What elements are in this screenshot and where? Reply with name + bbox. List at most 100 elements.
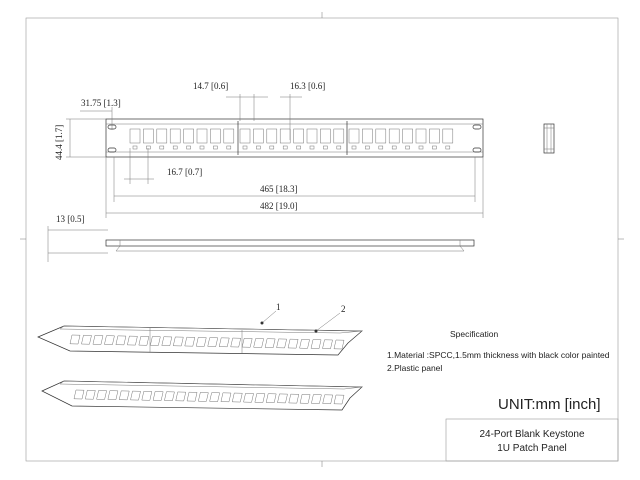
port-label-slot — [351, 145, 357, 150]
mount-hole — [107, 147, 117, 153]
keystone-port — [442, 128, 454, 144]
keystone-port — [265, 393, 277, 403]
mount-hole — [472, 147, 482, 153]
keystone-port — [107, 390, 119, 400]
keystone-port — [293, 128, 304, 144]
specification-item-2: 2.Plastic panel — [387, 363, 442, 373]
front-view — [105, 118, 484, 158]
keystone-port — [375, 128, 387, 144]
keystone-port — [69, 334, 81, 345]
title-line-2: 1U Patch Panel — [497, 443, 567, 454]
keystone-port — [322, 339, 333, 350]
port-grid — [69, 334, 345, 350]
dim-depth: 13 [0.5] — [56, 214, 85, 224]
keystone-port — [81, 334, 92, 345]
dim-mount-offset: 31.75 [1.3] — [81, 98, 121, 108]
callouts: 1 2 — [260, 302, 346, 333]
keystone-port — [306, 128, 318, 144]
port-label-slot — [199, 145, 205, 150]
dim-port-width: 16.7 [0.7] — [167, 167, 202, 177]
keystone-port — [402, 128, 413, 144]
port-label-slot — [296, 145, 301, 150]
dim-height: 44.4 [1.7] — [54, 125, 64, 160]
specification-heading: Specification — [450, 329, 498, 339]
keystone-port — [141, 391, 153, 401]
keystone-port — [183, 128, 194, 144]
port-label-slot — [365, 145, 370, 150]
keystone-port — [254, 393, 266, 403]
keystone-port — [92, 335, 104, 345]
dim-body-width: 465 [18.3] — [260, 184, 298, 194]
port-label-slot — [378, 145, 384, 150]
keystone-port — [333, 128, 345, 144]
keystone-port — [184, 336, 196, 347]
title-block: 24-Port Blank Keystone 1U Patch Panel — [445, 418, 619, 462]
keystone-port — [266, 128, 278, 144]
keystone-port — [152, 391, 164, 401]
port-grid — [129, 128, 454, 150]
port-label-slot — [269, 145, 275, 150]
end-view — [543, 123, 555, 154]
callout-2: 2 — [341, 304, 346, 314]
keystone-port — [429, 128, 440, 144]
keystone-port — [143, 128, 154, 144]
keystone-port — [84, 389, 96, 400]
keystone-port — [388, 128, 400, 144]
port-grid — [73, 389, 345, 405]
keystone-port — [210, 128, 221, 144]
top-view — [105, 239, 475, 252]
keystone-port — [348, 128, 360, 144]
drawing-frame — [20, 12, 624, 467]
keystone-port — [207, 337, 219, 347]
keystone-port — [264, 338, 276, 348]
keystone-port — [253, 338, 264, 348]
keystone-port — [156, 128, 168, 144]
port-label-slot — [186, 145, 191, 150]
port-label-slot — [146, 145, 151, 150]
dim-module-gap: 16.3 [0.6] — [290, 81, 325, 91]
keystone-port — [287, 338, 299, 349]
keystone-port — [333, 339, 345, 350]
port-label-slot — [213, 145, 218, 150]
port-label-slot — [159, 145, 165, 150]
dimension-labels: 14.7 [0.6] 16.3 [0.6] 31.75 [1.3] 44.4 [… — [54, 81, 325, 224]
keystone-port — [253, 128, 264, 144]
port-label-slot — [172, 145, 178, 150]
keystone-port — [362, 128, 373, 144]
keystone-port — [138, 336, 150, 346]
keystone-port — [220, 392, 232, 403]
keystone-port — [130, 390, 141, 401]
keystone-port — [415, 128, 427, 144]
port-label-slot — [405, 145, 410, 150]
keystone-port — [196, 128, 208, 144]
dim-port-pitch: 14.7 [0.6] — [193, 81, 228, 91]
keystone-port — [175, 391, 187, 402]
port-label-slot — [391, 145, 397, 150]
port-label-slot — [282, 145, 288, 150]
port-label-slot — [256, 145, 261, 150]
keystone-port — [241, 338, 253, 348]
port-label-slot — [309, 145, 315, 150]
keystone-port — [311, 394, 322, 404]
keystone-port — [277, 393, 288, 404]
keystone-port — [161, 336, 173, 346]
keystone-port — [320, 128, 331, 144]
unit-label: UNIT:mm [inch] — [498, 396, 601, 413]
keystone-port — [195, 337, 207, 347]
port-label-slot — [418, 145, 424, 150]
keystone-port — [231, 392, 243, 403]
keystone-port — [230, 337, 242, 348]
keystone-port — [299, 339, 310, 349]
port-label-slot — [132, 145, 138, 150]
keystone-port — [186, 391, 198, 402]
keystone-port — [322, 394, 334, 405]
keystone-port — [150, 336, 161, 346]
isometric-view-upper — [37, 325, 363, 356]
isometric-view-lower — [41, 380, 363, 411]
keystone-port — [279, 128, 291, 144]
mount-hole — [472, 124, 482, 130]
keystone-port — [239, 128, 251, 144]
keystone-port — [218, 337, 230, 348]
port-label-slot — [445, 145, 451, 150]
